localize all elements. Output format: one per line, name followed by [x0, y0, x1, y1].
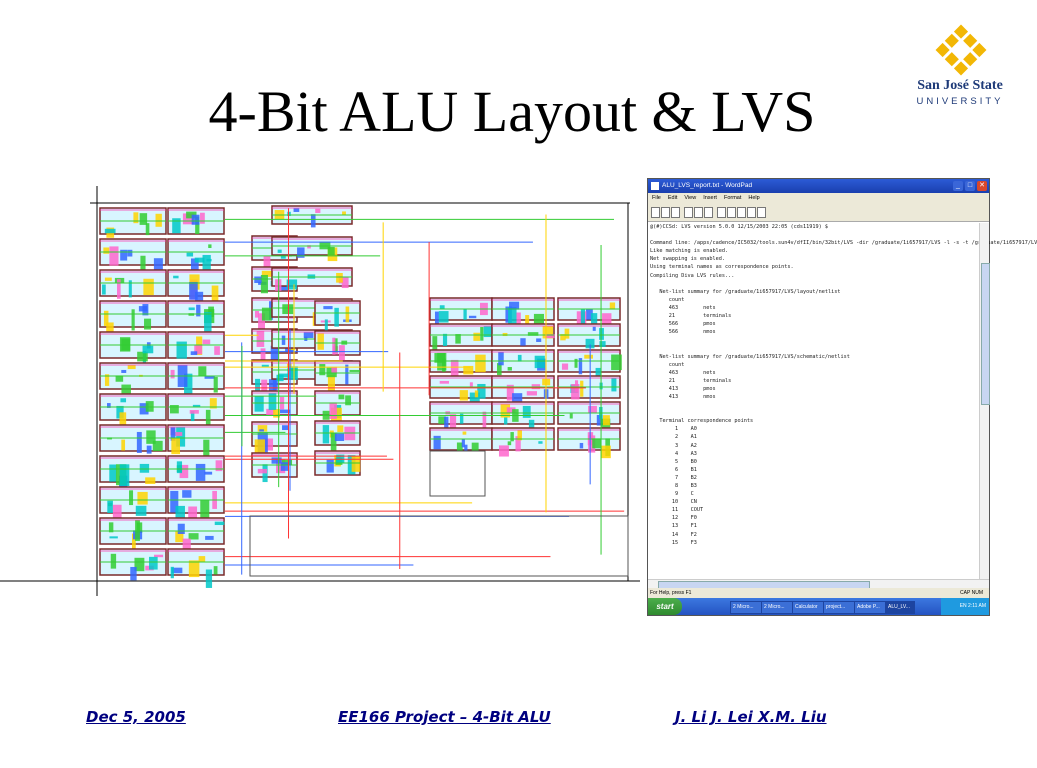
- report-line: 7 B2: [650, 474, 697, 481]
- report-line: [650, 401, 978, 409]
- report-line: 9 C: [650, 491, 694, 498]
- menu-help[interactable]: Help: [748, 195, 760, 201]
- report-line: 2 A1: [650, 434, 697, 441]
- footer-project: EE166 Project – 4-Bit ALU: [338, 708, 551, 726]
- taskbar-item[interactable]: project...: [823, 601, 855, 614]
- report-line: 21 terminals: [650, 377, 732, 384]
- report-line: Like matching is enabled.: [650, 248, 729, 255]
- cut-icon[interactable]: [717, 207, 726, 218]
- close-button[interactable]: ✕: [977, 181, 987, 191]
- report-line: Using terminal names as correspondence p…: [650, 264, 794, 271]
- vertical-scroll-thumb[interactable]: [981, 263, 990, 405]
- report-line: 3 A2: [650, 442, 697, 449]
- menu-file[interactable]: File: [652, 195, 661, 201]
- report-line: Net-list summary for /graduate/1i657917/…: [650, 288, 841, 295]
- menu-view[interactable]: View: [684, 195, 697, 201]
- start-button[interactable]: start: [648, 598, 682, 615]
- wordpad-title: ALU_LVS_report.txt - WordPad: [662, 182, 753, 189]
- report-line: Compiling Diva LVS rules...: [650, 272, 735, 279]
- system-tray-clock[interactable]: EN 2:11 AM: [941, 598, 989, 615]
- menu-format[interactable]: Format: [723, 195, 742, 201]
- wordpad-menubar: File Edit View Insert Format Help: [648, 193, 989, 204]
- menu-insert[interactable]: Insert: [703, 195, 717, 201]
- save-icon[interactable]: [671, 207, 680, 218]
- report-line: 15 F3: [650, 539, 697, 546]
- footer-date: Dec 5, 2005: [86, 708, 186, 726]
- report-line: [650, 344, 978, 352]
- taskbar-item[interactable]: Calculator: [792, 601, 824, 614]
- report-line: 14 F2: [650, 531, 697, 538]
- report-line: 566 pmos: [650, 321, 716, 328]
- report-line: [650, 280, 978, 288]
- report-line: [650, 409, 978, 417]
- new-icon[interactable]: [651, 207, 660, 218]
- report-line: 4 A3: [650, 450, 697, 457]
- sjsu-diamond-icon: [935, 24, 987, 76]
- undo-icon[interactable]: [747, 207, 756, 218]
- taskbar-item-active[interactable]: ALU_LV...: [885, 601, 915, 614]
- report-line: 6 B1: [650, 466, 697, 473]
- report-line: 11 COUT: [650, 507, 704, 514]
- university-logo: San José State UNIVERSITY: [905, 22, 1015, 112]
- find-icon[interactable]: [704, 207, 713, 218]
- menu-edit[interactable]: Edit: [667, 195, 678, 201]
- report-line: 10 CN: [650, 499, 697, 506]
- taskbar-item[interactable]: Adobe P...: [854, 601, 886, 614]
- report-line: 463 nets: [650, 369, 716, 376]
- vertical-scrollbar[interactable]: [979, 223, 990, 579]
- report-line: 463 nets: [650, 304, 716, 311]
- paste-icon[interactable]: [737, 207, 746, 218]
- report-line: 13 F1: [650, 523, 697, 530]
- taskbar-item[interactable]: 2 Micro...: [761, 601, 793, 614]
- windows-taskbar: start 2 Micro... 2 Micro... Calculator p…: [648, 598, 989, 615]
- logo-subtitle: UNIVERSITY: [916, 96, 1004, 107]
- report-line: count: [650, 296, 685, 303]
- wordpad-document[interactable]: @(#)CCSd: LVS version 5.0.0 12/15/2003 2…: [650, 223, 1037, 579]
- print-preview-icon[interactable]: [694, 207, 703, 218]
- report-line: 413 pmos: [650, 385, 716, 392]
- report-line: 8 B3: [650, 483, 697, 489]
- report-line: 21 terminals: [650, 313, 732, 320]
- status-help-text: For Help, press F1: [650, 590, 692, 596]
- taskbar-item[interactable]: 2 Micro...: [730, 601, 762, 614]
- report-line: Net swapping is enabled.: [650, 256, 725, 263]
- report-line: @(#)CCSd: LVS version 5.0.0 12/15/2003 2…: [650, 224, 829, 230]
- report-line: 566 nmos: [650, 329, 716, 336]
- print-icon[interactable]: [684, 207, 693, 218]
- report-line: 5 B0: [650, 458, 697, 465]
- report-line: 12 F0: [650, 515, 697, 522]
- report-line: Net-list summary for /graduate/1i657917/…: [650, 353, 850, 360]
- report-line: 413 nmos: [650, 393, 716, 400]
- report-line: [650, 231, 978, 239]
- wordpad-statusbar: For Help, press F1 CAP NUM: [648, 588, 989, 598]
- minimize-button[interactable]: _: [953, 181, 963, 191]
- footer-authors: J. Li J. Lei X.M. Liu: [675, 708, 827, 726]
- alu-layout-image: [0, 186, 640, 596]
- wordpad-toolbar: [648, 204, 989, 222]
- report-line: Command line: /apps/cadence/IC5032/tools…: [650, 240, 1037, 247]
- date-time-icon[interactable]: [757, 207, 766, 218]
- maximize-button[interactable]: □: [965, 181, 975, 191]
- status-indicators: CAP NUM: [960, 590, 983, 596]
- report-line: 1 A0: [650, 426, 697, 433]
- wordpad-titlebar: ALU_LVS_report.txt - WordPad _ □ ✕: [648, 179, 989, 193]
- copy-icon[interactable]: [727, 207, 736, 218]
- report-line: [650, 336, 978, 344]
- slide-title: 4-Bit ALU Layout & LVS: [208, 79, 816, 144]
- logo-name: San José State: [917, 78, 1003, 93]
- open-icon[interactable]: [661, 207, 670, 218]
- report-line: count: [650, 361, 685, 368]
- wordpad-app-icon: [651, 182, 659, 190]
- report-line: Terminal correspondence points: [650, 418, 754, 425]
